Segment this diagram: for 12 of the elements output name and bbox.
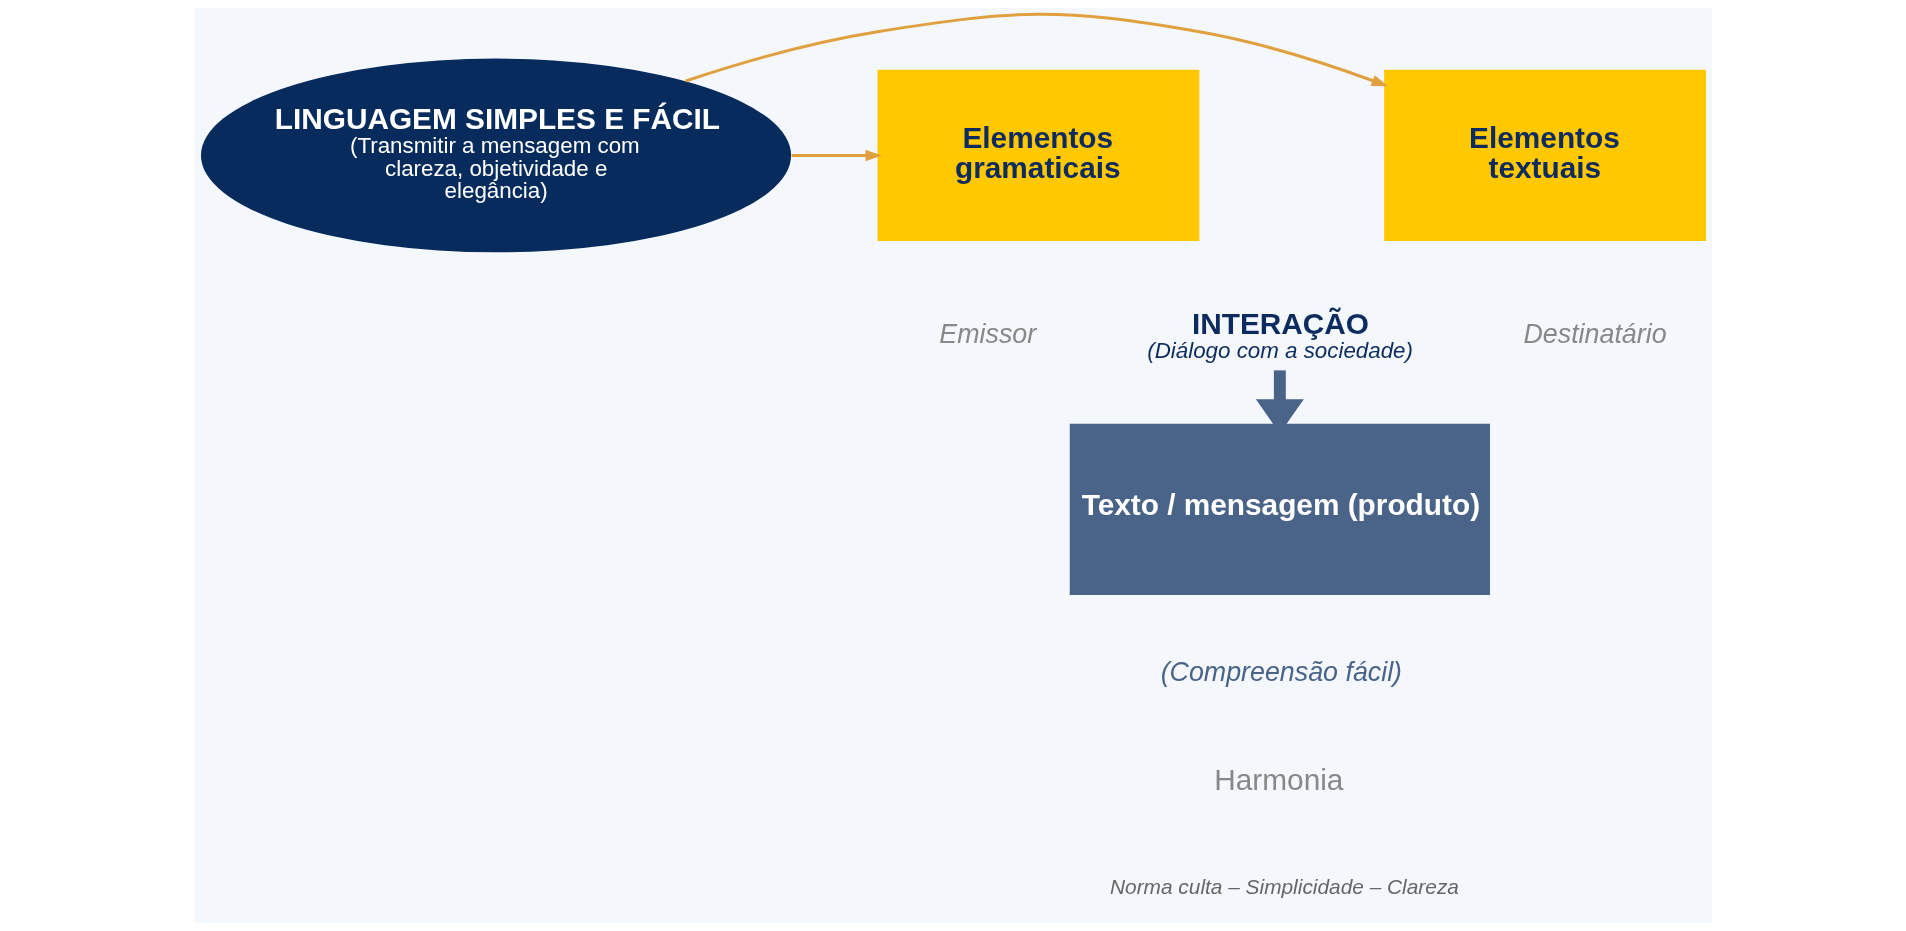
node-box: Elementos gramaticais bbox=[877, 69, 1199, 242]
node-box: Texto / mensagem (produto) bbox=[1069, 423, 1490, 596]
node-label: (Compreensão fácil) bbox=[1160, 656, 1402, 687]
label: Harmonia bbox=[1213, 763, 1343, 797]
label: Norma culta – Simplicidade – Clareza bbox=[1109, 875, 1459, 899]
label: Emissor bbox=[938, 319, 1036, 350]
node-text: INTERAÇÃO (Diálogo com a sociedade) bbox=[1146, 307, 1413, 364]
node-ellipse: LINGUAGEM SIMPLES E FÁCIL (Transmitir a mensagem com clareza, objetividade e elegância) bbox=[200, 58, 791, 253]
arrow bbox=[791, 149, 882, 162]
label: Destinatário bbox=[1522, 319, 1667, 350]
node-box: Elementos textuais bbox=[1383, 69, 1706, 242]
arrow bbox=[684, 12, 1388, 87]
